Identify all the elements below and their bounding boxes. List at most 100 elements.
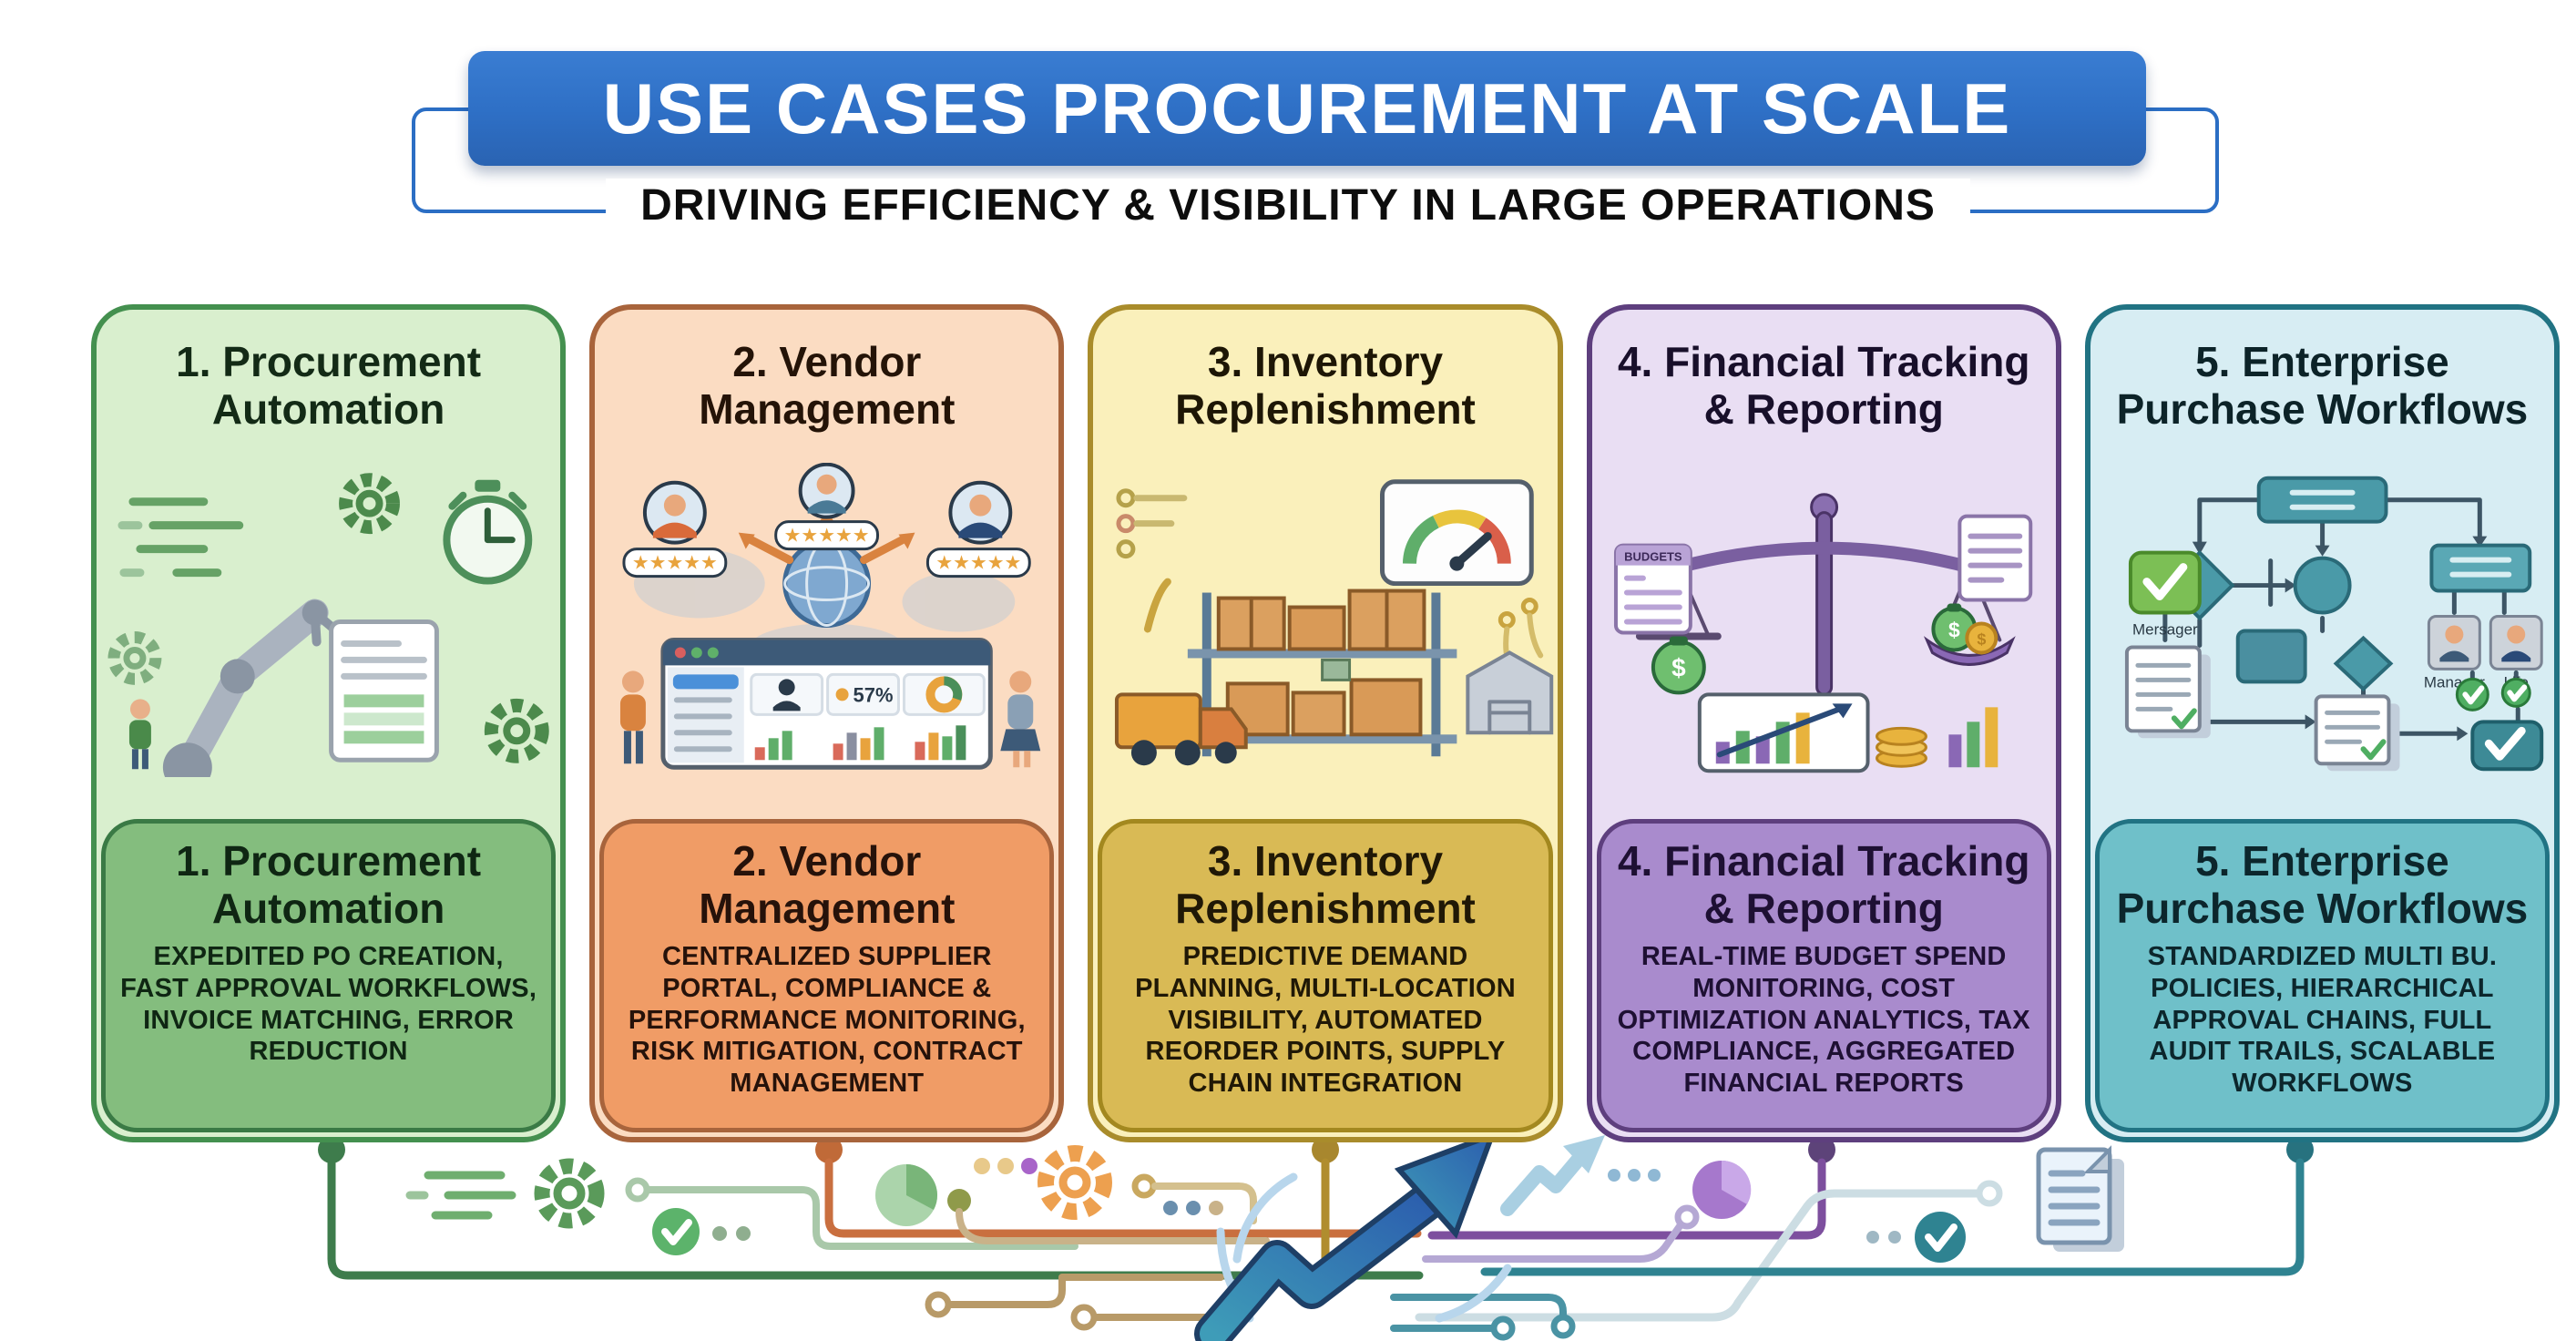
card-title-line2: Replenishment bbox=[1175, 384, 1476, 433]
star-rating-badge: ★★★★★ bbox=[774, 520, 880, 551]
speed-lines-icon bbox=[405, 1171, 516, 1220]
card-title-line1: 3. Inventory bbox=[1207, 338, 1444, 385]
card-description: STANDARDIZED MULTI BU. POLICIES, HIERARC… bbox=[2147, 942, 2498, 1099]
dot bbox=[712, 1226, 727, 1241]
card-title: 4. Financial Tracking & Reporting bbox=[1592, 338, 2056, 433]
teal-circuit-line bbox=[1480, 1158, 2305, 1276]
inventory-replenishment-illustration bbox=[1093, 463, 1557, 777]
coin-stack-icon bbox=[1875, 726, 1927, 768]
purchase-order-document-icon bbox=[329, 619, 439, 763]
card3-connector-dot bbox=[1312, 1136, 1339, 1163]
card5-connector-dot bbox=[2286, 1136, 2314, 1163]
card1-connector-dot bbox=[318, 1136, 345, 1163]
card-title: 1. Procurement Automation bbox=[97, 338, 560, 433]
card-financial-tracking: 4. Financial Tracking & Reporting bbox=[1586, 304, 2061, 1142]
gear-icon bbox=[484, 698, 549, 763]
documents-icon bbox=[2036, 1145, 2124, 1252]
pale-blue-circuit-line bbox=[1415, 1180, 2003, 1322]
dot bbox=[1866, 1231, 1879, 1244]
card-footer: 2. Vendor Management CENTRALIZED SUPPLIE… bbox=[599, 819, 1055, 1132]
card-enterprise-purchase-workflows: 5. Enterprise Purchase Workflows bbox=[2084, 304, 2561, 1142]
approval-check-circle-icon bbox=[2500, 677, 2531, 708]
warehouse-building-icon bbox=[1466, 650, 1554, 735]
svg-text:$: $ bbox=[1671, 653, 1686, 681]
flowchart-decision-diamond bbox=[2333, 635, 2394, 692]
subtitle-row: DRIVING EFFICIENCY & VISIBILITY IN LARGE… bbox=[0, 179, 2576, 233]
dot bbox=[997, 1158, 1014, 1174]
card-footer: 3. Inventory Replenishment PREDICTIVE DE… bbox=[1098, 819, 1553, 1132]
final-approval-check-square-icon bbox=[2470, 720, 2544, 772]
svg-text:★★★★★: ★★★★★ bbox=[784, 526, 870, 547]
dot bbox=[1628, 1169, 1641, 1182]
card-title-line1: 2. Vendor bbox=[732, 338, 922, 385]
procurement-automation-illustration bbox=[97, 463, 560, 777]
footer-title: 3. Inventory Replenishment bbox=[1175, 837, 1476, 932]
gear-icon bbox=[107, 630, 162, 685]
svg-text:$: $ bbox=[1977, 630, 1986, 648]
title-banner: USE CASES PROCUREMENT AT SCALE bbox=[468, 51, 2146, 166]
card-title-line2: Purchase Workflows bbox=[2116, 384, 2529, 433]
dot bbox=[1021, 1158, 1038, 1174]
vendor-management-illustration: ★★★★★ ★★★★★ ★★★★★ bbox=[595, 463, 1058, 777]
dot bbox=[1186, 1201, 1201, 1215]
check-circle-icon bbox=[652, 1208, 700, 1255]
balance-scale-icon bbox=[1635, 493, 2016, 696]
card-title-line1: 5. Enterprise bbox=[2195, 338, 2449, 385]
analytics-chart-icon bbox=[1697, 692, 1870, 773]
tan-circuit-line bbox=[1131, 1173, 1257, 1224]
card-title-line2: & Reporting bbox=[1703, 384, 1944, 433]
card-title: 2. Vendor Management bbox=[595, 338, 1058, 433]
gear-icon bbox=[339, 473, 400, 535]
svg-text:57%: 57% bbox=[854, 683, 894, 706]
check-circle-icon bbox=[1915, 1212, 1966, 1263]
lavender-circuit-line bbox=[1422, 1204, 1700, 1263]
warehouse-shelf-icon bbox=[1188, 592, 1457, 757]
approval-check-circle-icon bbox=[2455, 677, 2489, 711]
budget-list-icon: BUDGETS bbox=[1613, 543, 1692, 635]
dot bbox=[1608, 1169, 1620, 1182]
dot bbox=[1648, 1169, 1661, 1182]
card-inventory-replenishment: 3. Inventory Replenishment bbox=[1088, 304, 1563, 1142]
star-rating-badge: ★★★★★ bbox=[926, 548, 1031, 578]
cardboard-boxes-icon bbox=[1217, 589, 1426, 737]
growth-arrow-icon bbox=[1194, 1130, 1512, 1341]
audit-document-icon bbox=[2314, 694, 2400, 772]
dot bbox=[1888, 1231, 1901, 1244]
money-bag-icon: $ bbox=[1651, 636, 1706, 695]
mini-bar-chart-icon bbox=[1947, 707, 1998, 768]
flowchart-start-node bbox=[2256, 476, 2388, 524]
card2-connector-dot bbox=[815, 1136, 843, 1163]
stopwatch-icon bbox=[443, 479, 533, 585]
tan-circuit-line bbox=[947, 1189, 1270, 1244]
approver-avatar-tile bbox=[2427, 615, 2481, 670]
page-title: USE CASES PROCUREMENT AT SCALE bbox=[602, 67, 2012, 148]
green-circuit-line bbox=[327, 1158, 1424, 1280]
financial-tracking-illustration: $ $ $ BUDGETS bbox=[1592, 463, 2056, 777]
mini-bar-chart bbox=[754, 725, 966, 761]
gear-icon bbox=[1038, 1145, 1112, 1220]
vendor-avatar-icon bbox=[643, 480, 708, 545]
footer-title: 2. Vendor Management bbox=[699, 837, 956, 932]
footer-title: 5. Enterprise Purchase Workflows bbox=[2116, 837, 2529, 932]
approver-avatar-tile bbox=[2489, 615, 2543, 670]
flowchart-circle-node bbox=[2293, 556, 2352, 615]
stock-gauge-icon bbox=[1380, 479, 1535, 587]
gear-icon bbox=[534, 1158, 605, 1229]
audit-document-icon bbox=[2124, 645, 2211, 739]
use-case-cards: 1. Procurement Automation bbox=[91, 304, 2561, 1142]
dot bbox=[974, 1158, 990, 1174]
orange-circuit-line bbox=[824, 1158, 1422, 1238]
approved-check-square-icon bbox=[2128, 550, 2202, 615]
flow-label: Mersager bbox=[2132, 620, 2198, 638]
card-title-line2: Management bbox=[699, 384, 956, 433]
pie-chart-icon bbox=[875, 1164, 937, 1226]
card-footer: 4. Financial Tracking & Reporting REAL-T… bbox=[1596, 819, 2051, 1132]
flowchart-task-node bbox=[2429, 543, 2532, 593]
speed-lines-icon bbox=[118, 497, 244, 578]
svg-text:★★★★★: ★★★★★ bbox=[936, 553, 1022, 574]
card-description: REAL-TIME BUDGET SPEND MONITORING, COST … bbox=[1617, 942, 2030, 1099]
vendor-avatar-icon bbox=[948, 480, 1013, 545]
teal-circuit-line bbox=[1390, 1294, 1576, 1341]
vendor-dashboard-window: 57% bbox=[660, 637, 994, 770]
